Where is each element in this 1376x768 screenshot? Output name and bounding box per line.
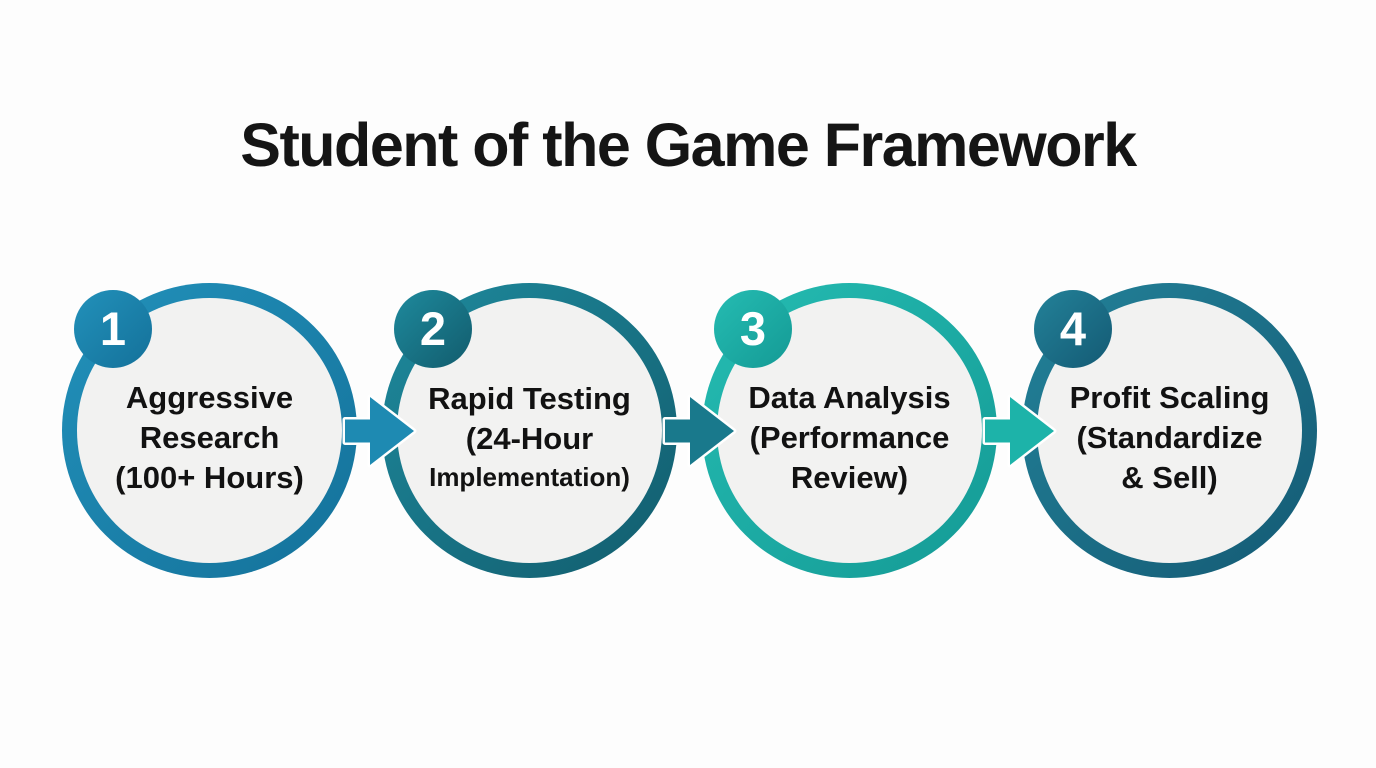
step-3-title-line: Data Analysis <box>748 379 951 415</box>
step-4-number: 4 <box>1059 301 1087 355</box>
page-title: Student of the Game Framework <box>240 111 1137 179</box>
step-circle-2: Rapid Testing (24-Hour Implementation) 2 <box>382 283 677 578</box>
step-circle-3: Data Analysis (Performance Review) 3 <box>702 283 997 578</box>
step-4-subtitle-line: (Standardize <box>1076 419 1263 455</box>
step-1-title-line: Research <box>139 419 280 455</box>
step-2-number: 2 <box>419 301 447 355</box>
step-1-number-badge: 1 <box>74 290 152 368</box>
step-1-subtitle-line: (100+ Hours) <box>115 459 304 495</box>
step-2-subtitle-line: Implementation) <box>429 462 630 492</box>
step-1-number: 1 <box>99 301 127 355</box>
step-circle-1: Aggressive Research (100+ Hours) 1 <box>62 283 357 578</box>
step-circle-4: Profit Scaling (Standardize & Sell) 4 <box>1022 283 1317 578</box>
step-4-title-line: Profit Scaling <box>1069 379 1270 415</box>
step-3-subtitle-line: Review) <box>790 459 909 495</box>
step-1-title-line: Aggressive <box>125 379 294 415</box>
step-2-title-line: Rapid Testing <box>428 381 631 416</box>
step-3-number: 3 <box>739 301 767 355</box>
step-2-number-badge: 2 <box>394 290 472 368</box>
step-4-number-badge: 4 <box>1034 290 1112 368</box>
step-3-number-badge: 3 <box>714 290 792 368</box>
step-3-subtitle-line: (Performance <box>749 419 950 455</box>
step-4-subtitle-line: & Sell) <box>1121 459 1218 495</box>
step-2-subtitle-line: (24-Hour <box>465 421 594 456</box>
